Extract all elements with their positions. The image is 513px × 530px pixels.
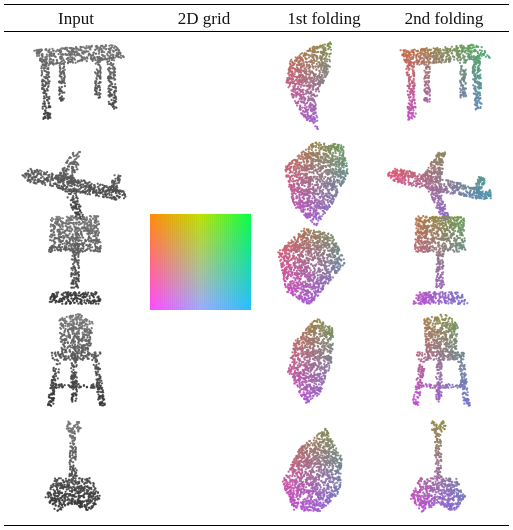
column-header-1st-folding: 1st folding [287,9,361,28]
folded-sheet-icon [260,134,380,230]
lamp-reconstruction-icon [380,212,500,308]
header-rule [4,31,509,32]
column-header-2nd-folding: 2nd folding [404,9,484,28]
table-bottom-rule [4,525,509,527]
color-gradient-grid-icon [150,214,251,310]
table-top-rule [4,4,509,6]
table-point-cloud-icon [15,38,135,134]
folded-sheet-icon [260,38,380,134]
guitar-point-cloud-icon [15,418,135,514]
folded-sheet-icon [260,312,380,408]
column-header-2d-grid: 2D grid [177,9,231,28]
lamp-point-cloud-icon [15,212,135,308]
table-header: Input 2D grid 1st folding 2nd folding [0,7,513,31]
airplane-point-cloud-icon [15,134,135,230]
chair-reconstruction-icon [380,312,500,408]
folded-sheet-icon [260,418,380,514]
folded-sheet-icon [260,212,380,308]
chair-point-cloud-icon [15,312,135,408]
guitar-reconstruction-icon [380,418,500,514]
column-header-input: Input [58,9,94,28]
table-reconstruction-icon [380,38,500,134]
